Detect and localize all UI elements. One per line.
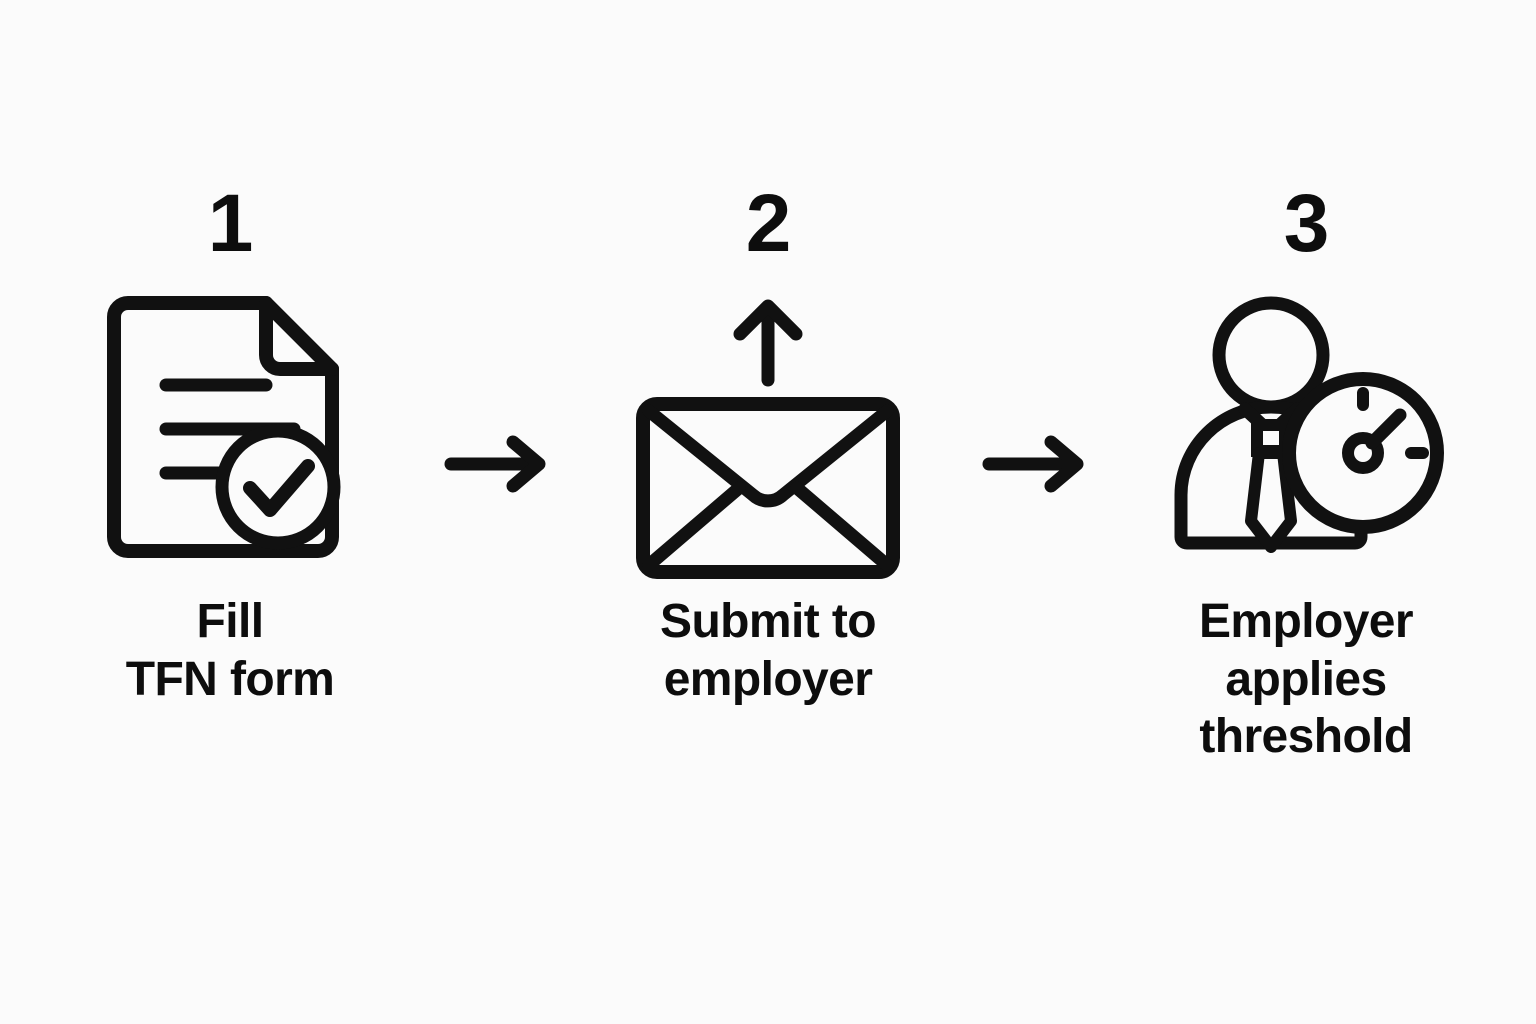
- envelope-icon: [636, 397, 900, 579]
- envelope-send-icon: [618, 285, 918, 579]
- process-step-2: 2 Submit to employer: [558, 0, 978, 708]
- step-label-3: Employer applies threshold: [1199, 595, 1414, 764]
- step-label-2: Submit to employer: [660, 595, 877, 706]
- step-number-3: 3: [1283, 178, 1330, 269]
- arrow-up-icon: [733, 299, 803, 387]
- process-step-1: 1 Fill TFN form: [20, 0, 440, 708]
- employer-clock-icon: [1156, 285, 1456, 555]
- step-number-1: 1: [207, 178, 254, 269]
- connector-2-to-3: [978, 0, 1096, 496]
- connector-1-to-2: [440, 0, 558, 496]
- document-check-icon: [80, 285, 380, 558]
- step-label-1: Fill TFN form: [125, 595, 335, 706]
- clock-gauge-icon: [1282, 372, 1444, 534]
- arrow-right-icon: [982, 435, 1084, 493]
- process-step-3: 3: [1096, 0, 1516, 766]
- step-number-2: 2: [745, 178, 792, 269]
- arrow-right-icon: [444, 435, 546, 493]
